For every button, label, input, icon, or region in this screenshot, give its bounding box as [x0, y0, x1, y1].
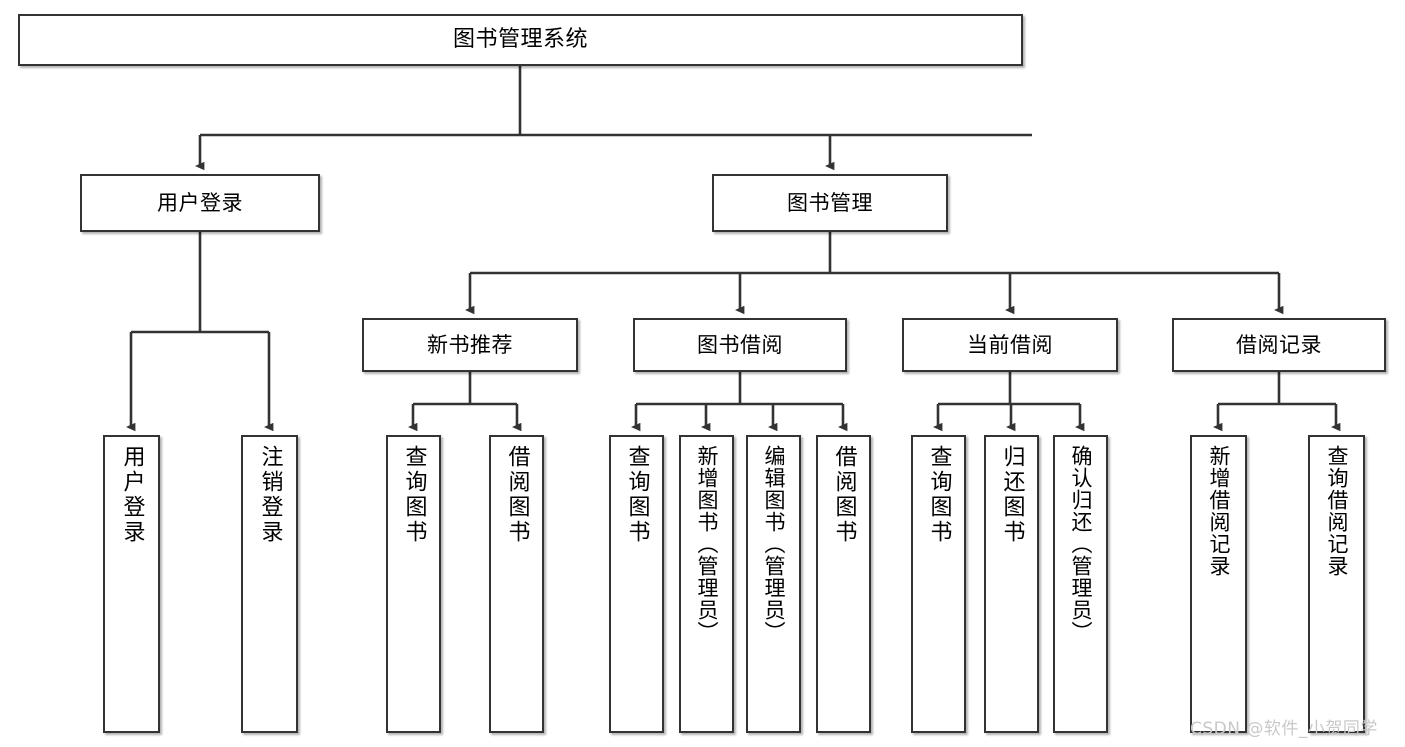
leaf-add-book-admin-label: 新增图书（管理员） — [695, 445, 719, 643]
leaf-confirm-return-admin-label: 确认归还（管理员） — [1069, 445, 1093, 643]
leaf-query-book-2[interactable]: 查询图书 — [609, 435, 664, 733]
node-current-borrow-label: 当前借阅 — [967, 332, 1053, 357]
leaf-add-borrow-record-label: 新增借阅记录 — [1207, 445, 1231, 577]
leaf-query-book-1[interactable]: 查询图书 — [386, 435, 441, 733]
leaf-query-borrow-record-label: 查询借阅记录 — [1325, 445, 1349, 577]
node-new-book-rec[interactable]: 新书推荐 — [362, 318, 578, 372]
node-user-login-label: 用户登录 — [157, 190, 243, 215]
leaf-query-book-3-label: 查询图书 — [926, 445, 952, 545]
leaf-edit-book-admin[interactable]: 编辑图书（管理员） — [746, 435, 801, 733]
leaf-borrow-book-1-label: 借阅图书 — [504, 445, 530, 545]
leaf-query-book-1-label: 查询图书 — [401, 445, 427, 545]
leaf-borrow-book-1[interactable]: 借阅图书 — [489, 435, 544, 733]
leaf-query-borrow-record[interactable]: 查询借阅记录 — [1308, 435, 1365, 733]
node-user-login[interactable]: 用户登录 — [80, 174, 320, 232]
node-book-manage[interactable]: 图书管理 — [712, 174, 948, 232]
node-book-borrow-label: 图书借阅 — [697, 332, 783, 357]
node-root[interactable]: 图书管理系统 — [18, 14, 1023, 66]
leaf-user-login[interactable]: 用户登录 — [103, 435, 160, 733]
leaf-borrow-book-2[interactable]: 借阅图书 — [816, 435, 871, 733]
leaf-add-book-admin[interactable]: 新增图书（管理员） — [679, 435, 734, 733]
leaf-logout-login-label: 注销登录 — [257, 445, 283, 545]
leaf-return-book[interactable]: 归还图书 — [984, 435, 1039, 733]
leaf-confirm-return-admin[interactable]: 确认归还（管理员） — [1053, 435, 1108, 733]
leaf-query-book-2-label: 查询图书 — [624, 445, 650, 545]
leaf-user-login-label: 用户登录 — [119, 445, 145, 545]
leaf-query-book-3[interactable]: 查询图书 — [911, 435, 966, 733]
node-borrow-record[interactable]: 借阅记录 — [1172, 318, 1386, 372]
node-book-manage-label: 图书管理 — [787, 190, 873, 215]
node-book-borrow[interactable]: 图书借阅 — [633, 318, 847, 372]
leaf-add-borrow-record[interactable]: 新增借阅记录 — [1190, 435, 1247, 733]
node-current-borrow[interactable]: 当前借阅 — [902, 318, 1118, 372]
node-root-label: 图书管理系统 — [452, 27, 588, 53]
leaf-return-book-label: 归还图书 — [999, 445, 1025, 545]
node-borrow-record-label: 借阅记录 — [1236, 332, 1322, 357]
leaf-edit-book-admin-label: 编辑图书（管理员） — [762, 445, 786, 643]
leaf-borrow-book-2-label: 借阅图书 — [831, 445, 857, 545]
leaf-logout-login[interactable]: 注销登录 — [241, 435, 298, 733]
node-new-book-rec-label: 新书推荐 — [427, 332, 513, 357]
